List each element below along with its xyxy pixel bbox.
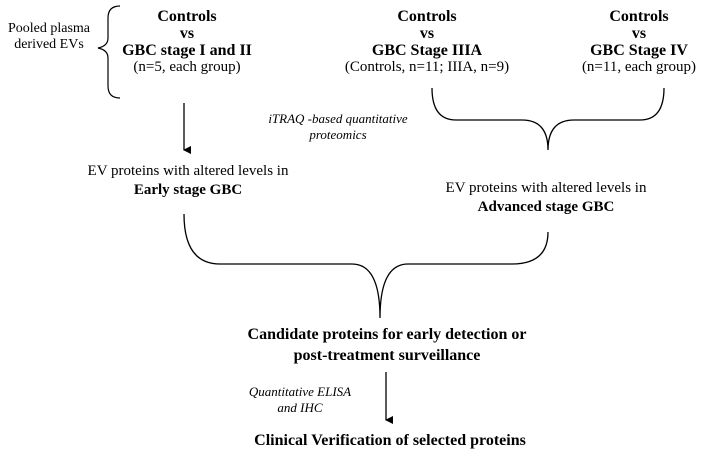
group-vs: vs bbox=[631, 25, 647, 42]
group-stage-4: Controls vs GBC Stage IV (n=11, each gro… bbox=[571, 8, 707, 76]
brace-candidates bbox=[183, 213, 549, 319]
group-title: Controls bbox=[397, 8, 457, 25]
early-line2: Early stage GBC bbox=[133, 182, 243, 198]
advanced-stage-node: EV proteins with altered levels in Advan… bbox=[428, 179, 664, 217]
group-stage: GBC stage I and II bbox=[122, 42, 252, 59]
group-title: Controls bbox=[609, 8, 669, 25]
left-bracket bbox=[97, 5, 121, 99]
candidates-node: Candidate proteins for early detection o… bbox=[222, 324, 552, 366]
source-label: Pooled plasma derived EVs bbox=[0, 21, 98, 53]
brace-advanced bbox=[431, 87, 665, 151]
advanced-line1: EV proteins with altered levels in bbox=[445, 180, 647, 196]
source-label-line1: Pooled plasma bbox=[7, 21, 91, 36]
method-proteomics-line2: proteomics bbox=[309, 127, 367, 142]
group-vs: vs bbox=[419, 25, 435, 42]
group-stage-3a: Controls vs GBC Stage IIIA (Controls, n=… bbox=[312, 8, 542, 76]
group-title: Controls bbox=[157, 8, 217, 25]
candidates-line1: Candidate proteins for early detection o… bbox=[247, 326, 527, 343]
method-elisa-line2: and IHC bbox=[277, 400, 323, 415]
advanced-line2: Advanced stage GBC bbox=[477, 199, 615, 215]
method-proteomics: iTRAQ -based quantitative proteomics bbox=[248, 111, 428, 143]
group-n: (Controls, n=11; IIIA, n=9) bbox=[344, 59, 510, 75]
method-proteomics-line1: iTRAQ -based quantitative bbox=[268, 111, 408, 126]
candidates-line2: post-treatment surveillance bbox=[293, 347, 481, 364]
group-n: (n=5, each group) bbox=[133, 59, 241, 75]
early-line1: EV proteins with altered levels in bbox=[87, 163, 289, 179]
method-elisa: Quantitative ELISA and IHC bbox=[236, 384, 364, 416]
final-node: Clinical Verification of selected protei… bbox=[254, 432, 526, 449]
group-stage-1-2: Controls vs GBC stage I and II (n=5, eac… bbox=[114, 8, 260, 76]
group-stage: GBC Stage IIIA bbox=[371, 42, 483, 59]
method-elisa-line1: Quantitative ELISA bbox=[248, 384, 352, 399]
group-n: (n=11, each group) bbox=[581, 59, 697, 75]
source-label-line2: derived EVs bbox=[14, 37, 84, 52]
group-stage: GBC Stage IV bbox=[590, 42, 688, 59]
group-vs: vs bbox=[179, 25, 195, 42]
early-stage-node: EV proteins with altered levels in Early… bbox=[70, 162, 306, 200]
